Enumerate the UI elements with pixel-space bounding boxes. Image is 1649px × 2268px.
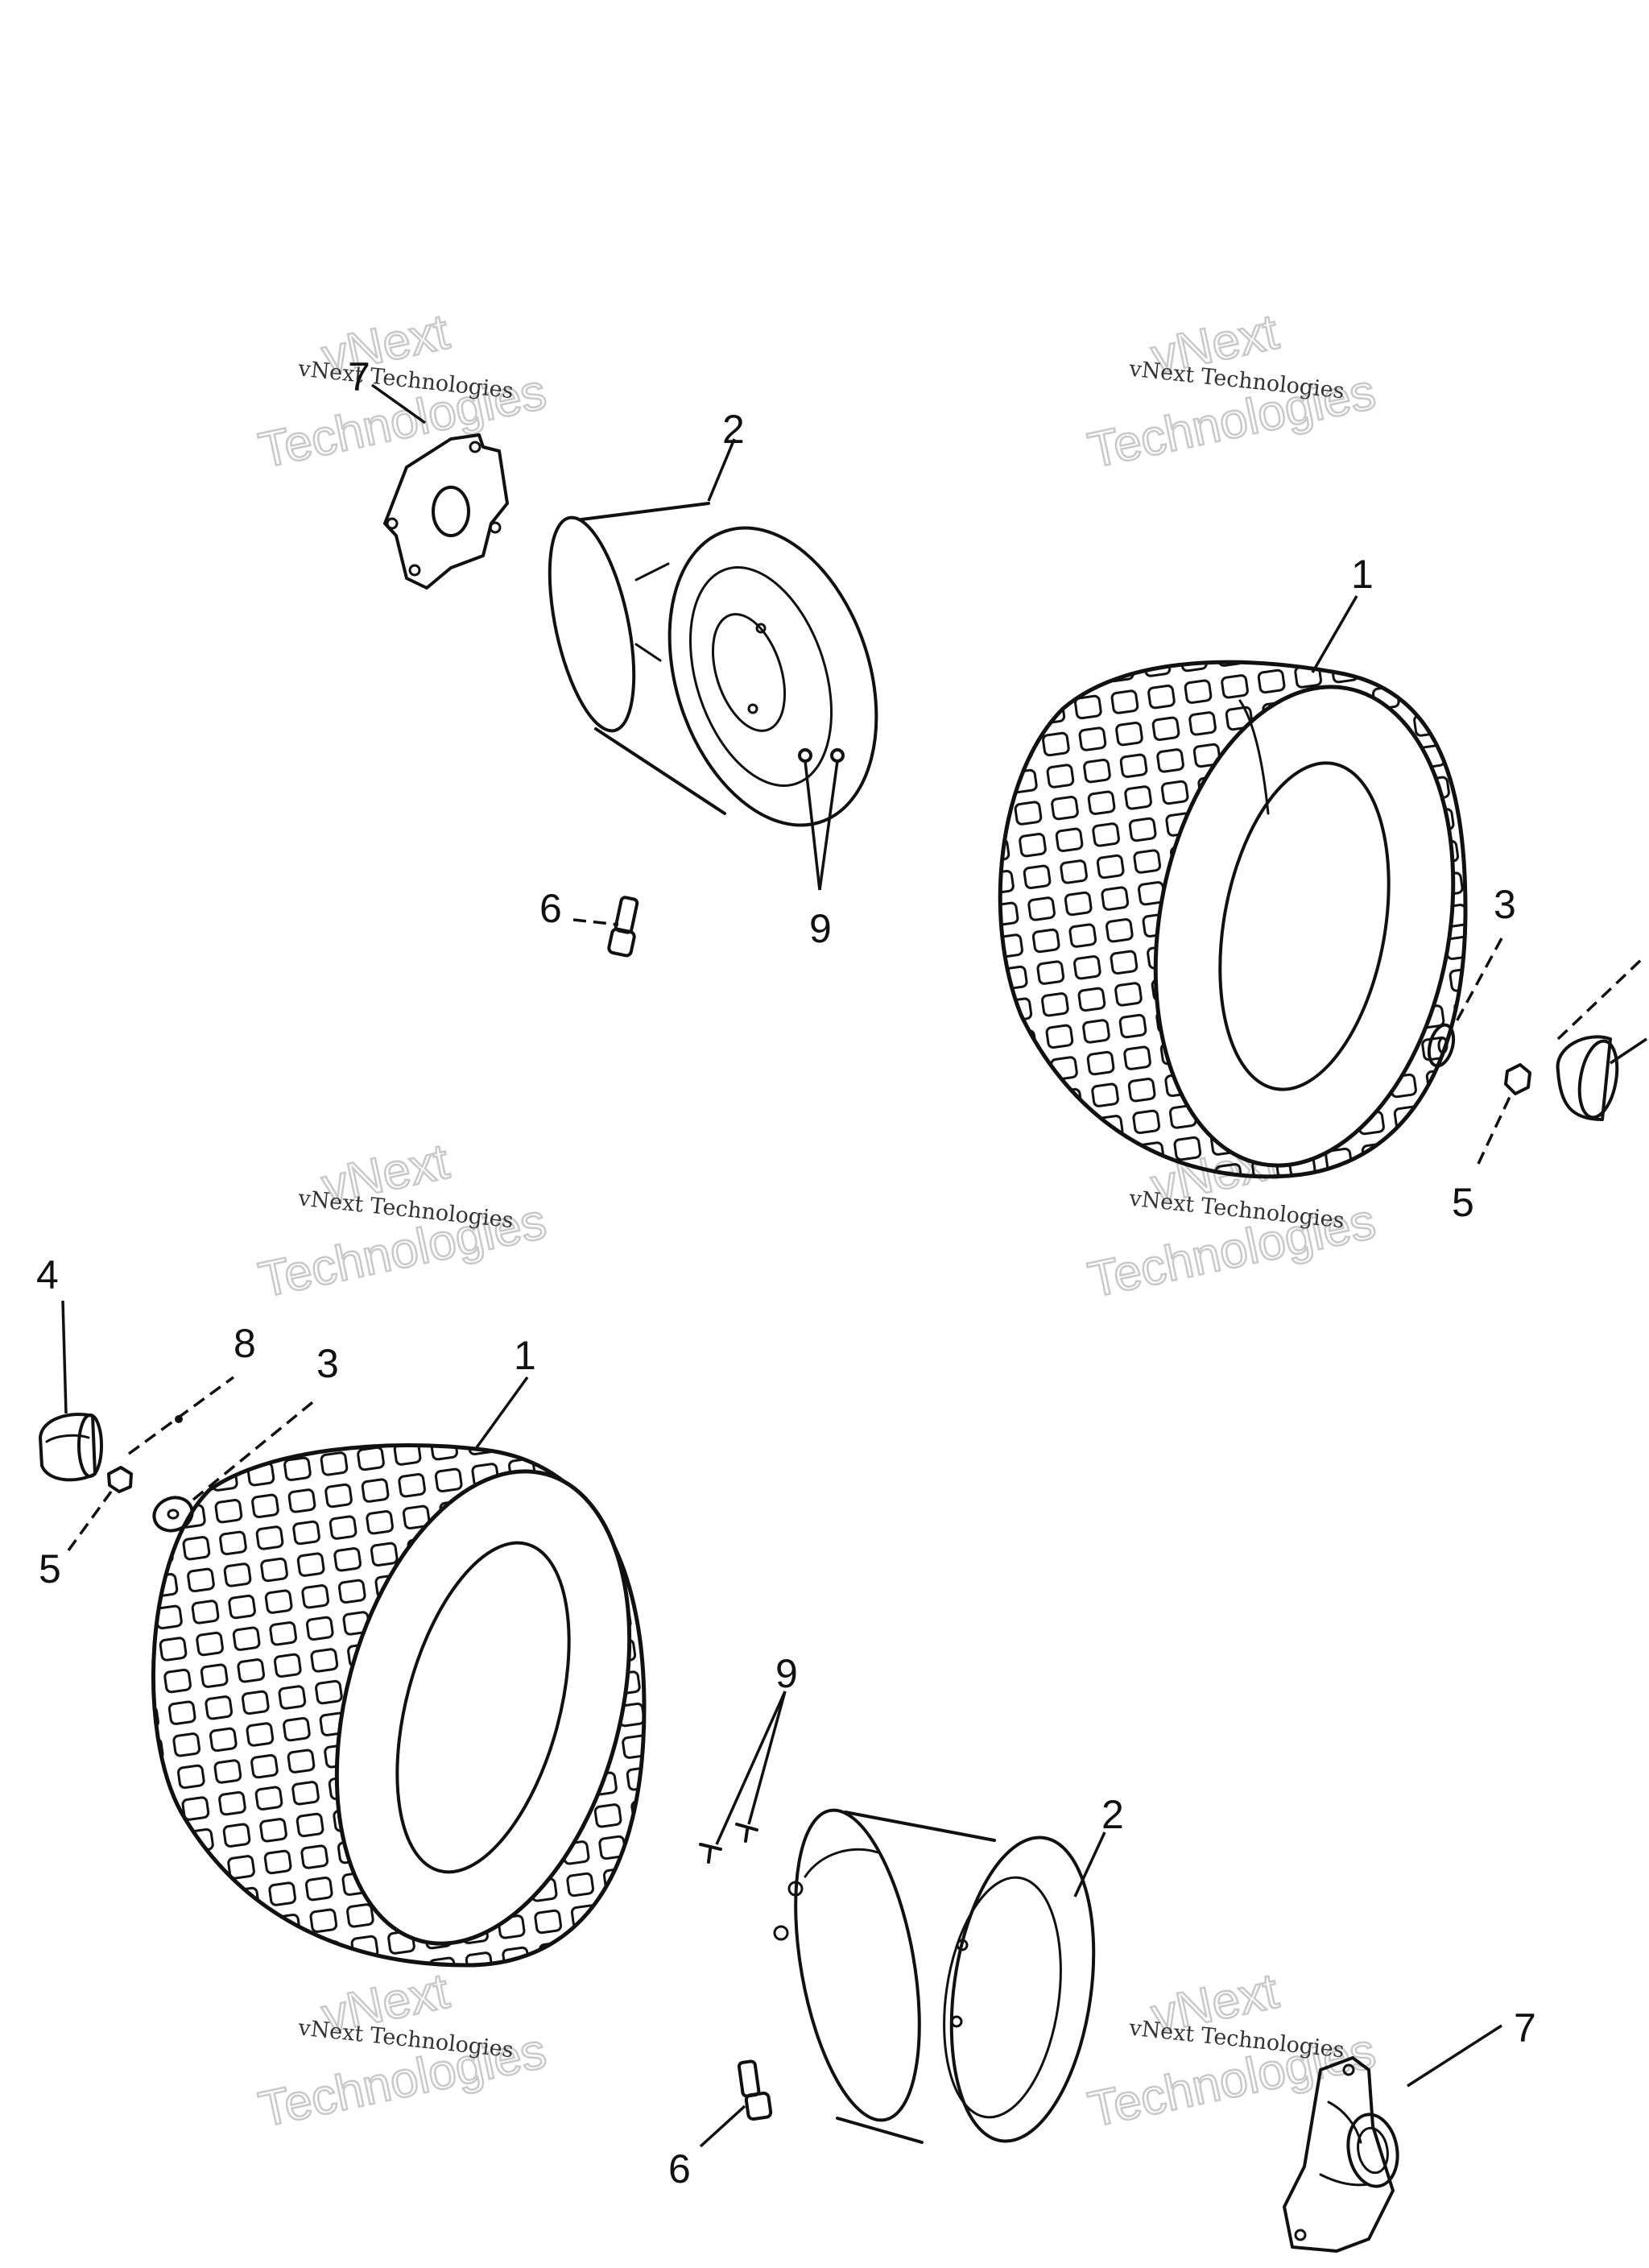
leader-upper-washer <box>1454 937 1503 1024</box>
watermark-bottom-right: vNext Technologies vNext Technologies <box>1083 1962 1382 2139</box>
leader-lower-pin <box>127 1376 235 1455</box>
leader-lower-cap <box>61 1300 68 1414</box>
lower-tire <box>151 1442 647 1968</box>
callout-lower-valve: 6 <box>668 2146 691 2191</box>
leader-upper-bolt-a <box>804 760 821 891</box>
callout-upper-rim: 2 <box>722 407 745 452</box>
leader-lower-washer <box>192 1398 317 1501</box>
watermark-mid-left: vNext Technologies vNext Technologies <box>254 1132 552 1310</box>
upper-cap <box>1556 1035 1619 1121</box>
callout-lower-cap: 4 <box>36 1252 59 1297</box>
callout-upper-hub: 7 <box>348 354 370 399</box>
leader-upper-nut <box>1477 1095 1512 1165</box>
lower-pin <box>175 1415 183 1423</box>
leader-lower-hub <box>1407 2024 1502 2088</box>
callout-upper-valve: 6 <box>539 886 562 931</box>
watermark-top-left: vNext Technologies vNext Technologies <box>254 303 552 480</box>
callout-lower-rim: 2 <box>1101 1792 1124 1837</box>
callout-lower-tire: 1 <box>514 1333 536 1378</box>
watermark-bottom-left: vNext Technologies vNext Technologies <box>254 1962 552 2139</box>
leader-lower-rim <box>1073 1831 1106 1898</box>
lower-cap <box>39 1413 103 1482</box>
leader-lower-tire <box>473 1376 529 1451</box>
lower-valve-stem <box>737 2059 773 2121</box>
lower-rim-bolts <box>699 1823 758 1864</box>
upper-valve-stem <box>607 896 639 958</box>
leader-upper-hub <box>370 383 427 424</box>
callout-lower-pin: 8 <box>234 1321 256 1366</box>
upper-nut <box>1504 1063 1531 1095</box>
callout-upper-tire: 1 <box>1351 552 1374 597</box>
callout-lower-nut: 5 <box>39 1546 61 1591</box>
leader-upper-valve <box>572 918 619 926</box>
leader-upper-rim <box>707 438 736 502</box>
leader-upper-bolt-b <box>818 760 839 891</box>
leader-lower-valve <box>699 2105 746 2148</box>
callout-upper-bolts: 9 <box>809 906 832 951</box>
leader-lower-bolt-b <box>747 1691 787 1825</box>
watermark-top-right: vNext Technologies vNext Technologies <box>1083 303 1382 480</box>
lower-washer <box>152 1496 194 1533</box>
leader-lower-nut <box>67 1490 113 1552</box>
lower-hub <box>1283 2056 1399 2253</box>
upper-tire <box>998 660 1468 1179</box>
leader-upper-pin <box>1556 957 1644 1041</box>
callout-lower-hub: 7 <box>1514 2005 1536 2051</box>
lower-rim <box>773 1808 1096 2144</box>
lower-nut <box>107 1466 133 1493</box>
callout-lower-bolts: 9 <box>775 1651 798 1696</box>
leader-lower-bolt-a <box>715 1691 787 1845</box>
leader-upper-tire <box>1311 595 1358 673</box>
upper-rim <box>548 502 878 827</box>
callout-upper-washer: 3 <box>1494 882 1516 927</box>
callout-lower-washer: 3 <box>316 1341 339 1386</box>
leader-upper-cap <box>1610 1037 1647 1065</box>
upper-washer <box>1427 1023 1456 1068</box>
callout-upper-nut: 5 <box>1452 1180 1474 1225</box>
upper-hub-plate <box>383 433 509 590</box>
